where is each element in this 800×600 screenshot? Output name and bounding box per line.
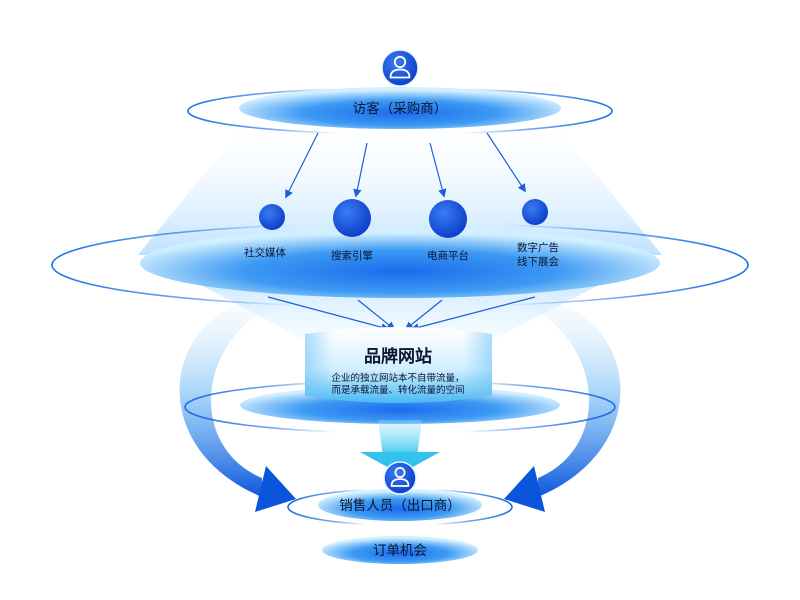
visitor-user-icon-body — [389, 68, 411, 79]
loop-arrow-left — [179, 302, 296, 512]
channels-to-brand-arrows — [267, 296, 536, 332]
visitor-disc — [239, 87, 561, 129]
orbit-ring-channels — [51, 222, 749, 308]
brand-website-description-line-1: 企业的独立网站本不自带流量， — [331, 372, 464, 384]
channel-label-search-engine: 搜索引擎 — [331, 249, 373, 262]
sales-user-icon-badge — [383, 461, 417, 495]
conversion-arrow-stem — [378, 420, 422, 457]
brand-website-box — [305, 327, 492, 403]
channel-label-digital-ads: 数字广告 — [517, 241, 559, 254]
arrow-social-to-brand — [267, 296, 390, 332]
sales-user-icon-head — [394, 467, 406, 478]
loop-arrow-right-head — [504, 466, 545, 512]
channel-label-social-media: 社交媒体 — [244, 246, 286, 259]
loop-arrow-left-head — [255, 466, 296, 512]
channel-node-ecommerce-platform — [429, 200, 467, 238]
loop-arrow-right-band — [528, 302, 621, 497]
sales-disc — [318, 489, 482, 521]
orders-label: 订单机会 — [373, 543, 427, 559]
channel-label-ecommerce-platform: 电商平台 — [427, 249, 469, 262]
visitor-to-channel-arrows — [285, 132, 526, 199]
brand-website-title: 品牌网站 — [364, 346, 432, 367]
visitor-user-icon — [381, 49, 419, 87]
channels-disc — [140, 228, 660, 298]
arrow-search-to-brand — [357, 299, 396, 331]
channel-node-digital-ads — [522, 199, 548, 225]
brand-website-description-line-2: 而是承载流量、转化流量的空间 — [331, 384, 464, 396]
arrow-to-social-media — [285, 132, 319, 199]
sales-label: 销售人员（出口商） — [339, 498, 461, 514]
orders-disc — [322, 536, 478, 564]
brand-website-box-shading — [305, 327, 492, 403]
channel-node-search-engine — [333, 199, 371, 237]
channels-to-brand-funnel-cone — [195, 282, 605, 340]
channel-node-social-media — [259, 204, 285, 230]
sales-user-icon-body — [390, 478, 410, 487]
loop-arrow-right — [504, 302, 621, 512]
arrow-to-ecommerce-platform — [429, 142, 447, 198]
sales-user-icon — [383, 461, 417, 495]
channel-label-offline-exhibitions: 线下展会 — [517, 255, 559, 268]
visitor-user-icon-head — [393, 55, 407, 69]
arrow-to-digital-ads — [486, 132, 526, 193]
loop-arrow-left-band — [179, 302, 272, 497]
visitor-label: 访客（采购商） — [353, 100, 448, 117]
arrow-to-search-engine — [353, 142, 368, 198]
arrow-ads-to-brand — [410, 296, 536, 332]
